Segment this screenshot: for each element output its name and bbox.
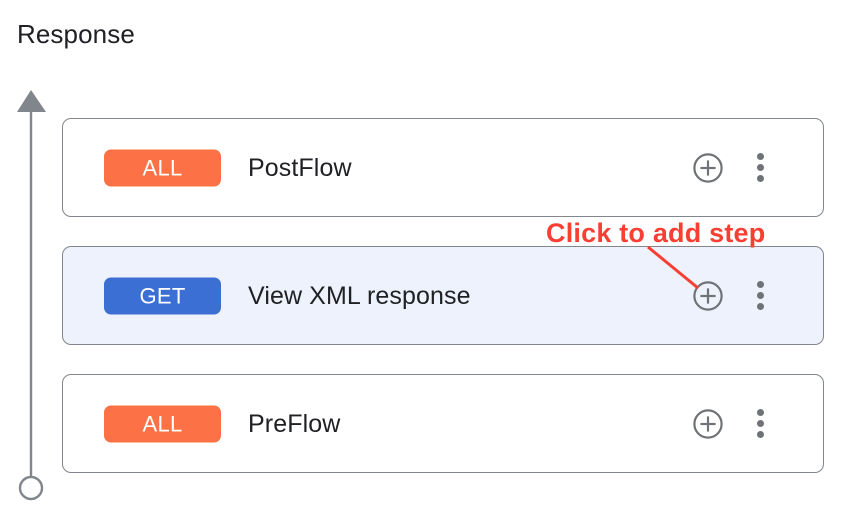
flow-step-actions	[691, 151, 823, 185]
flow-step-row-selected[interactable]: GET View XML response	[62, 246, 824, 345]
kebab-menu-icon[interactable]	[749, 151, 771, 185]
flow-step-row[interactable]: ALL PostFlow	[62, 118, 824, 217]
plus-circle-icon[interactable]	[691, 279, 725, 313]
method-badge: ALL	[104, 149, 221, 186]
kebab-dot	[756, 280, 764, 288]
flow-step-label: PreFlow	[248, 409, 341, 438]
kebab-menu-icon[interactable]	[749, 407, 771, 441]
method-badge: ALL	[104, 405, 221, 442]
kebab-dot	[756, 431, 764, 439]
page-title: Response	[17, 19, 135, 49]
annotation-label: Click to add step	[546, 218, 766, 248]
flow-axis-icon	[17, 90, 46, 501]
kebab-dot	[756, 408, 764, 416]
flow-step-label: PostFlow	[248, 153, 352, 182]
flow-step-list: ALL PostFlow GET View XML response	[62, 118, 824, 473]
kebab-dot	[756, 164, 764, 171]
method-badge: GET	[104, 277, 221, 314]
kebab-dot	[756, 303, 764, 311]
flow-step-actions	[691, 279, 823, 313]
flow-step-label: View XML response	[248, 281, 471, 310]
flow-step-actions	[691, 407, 823, 441]
kebab-dot	[756, 420, 764, 427]
circle-endpoint-icon	[18, 475, 44, 501]
kebab-dot	[756, 175, 764, 183]
kebab-menu-icon[interactable]	[749, 279, 771, 313]
kebab-dot	[756, 292, 764, 299]
flow-step-row[interactable]: ALL PreFlow	[62, 374, 824, 473]
plus-circle-icon[interactable]	[691, 407, 725, 441]
flow-axis	[0, 80, 64, 510]
plus-circle-icon[interactable]	[691, 151, 725, 185]
kebab-dot	[756, 152, 764, 160]
up-arrow-axis-icon	[17, 90, 46, 112]
